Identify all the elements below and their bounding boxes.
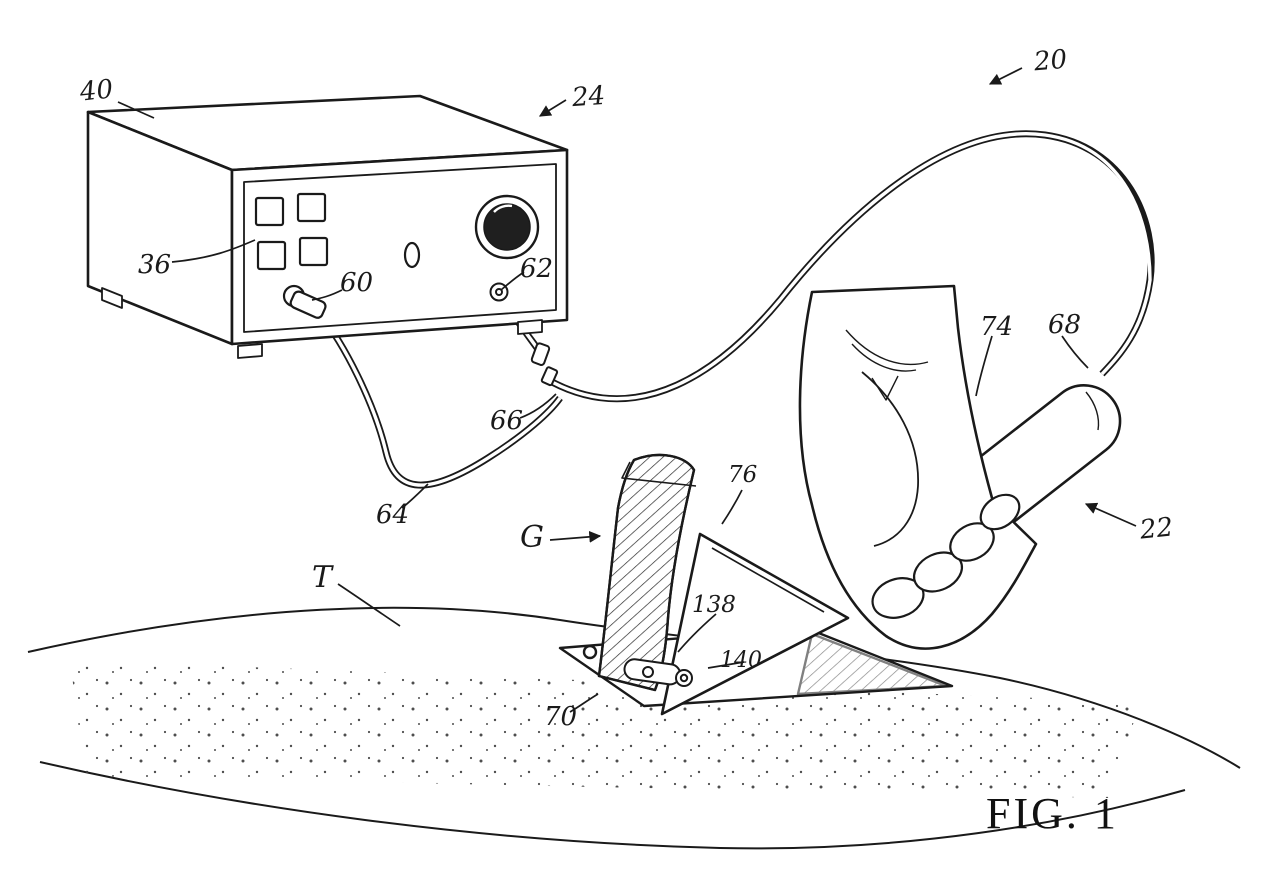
ref-label-36: 36 (138, 250, 172, 280)
ref-label-24: 24 (570, 80, 607, 114)
ref-label-62: 62 (520, 254, 554, 284)
leader-76 (722, 490, 742, 524)
ref-label-76: 76 (728, 462, 758, 488)
ref-label-40: 40 (78, 74, 115, 108)
leader-lines (118, 68, 1136, 712)
roller-cylinder (623, 658, 692, 686)
ref-label-138: 138 (692, 592, 736, 618)
leader-36 (172, 240, 255, 262)
leader-70 (570, 694, 598, 712)
blade-guard (662, 534, 848, 714)
power-knob (476, 196, 538, 258)
ref-label-68: 68 (1048, 310, 1082, 340)
ref-label-60: 60 (340, 268, 374, 298)
leader-138 (678, 614, 716, 652)
leader-60 (312, 290, 342, 300)
leader-140 (708, 662, 744, 668)
console-buttons (256, 194, 327, 269)
ref-label-66: 66 (490, 406, 524, 436)
leader-64 (402, 484, 428, 508)
leader-T (338, 584, 400, 626)
leader-G (550, 530, 602, 543)
ref-label-22: 22 (1138, 512, 1175, 546)
rasp-blade (599, 455, 696, 690)
figure-caption: FIG. 1 (986, 789, 1119, 838)
ref-label-64: 64 (376, 500, 410, 530)
tissue-stipple (70, 660, 1140, 798)
ref-label-20: 20 (1032, 44, 1069, 78)
leader-24 (538, 100, 566, 116)
leader-62 (501, 272, 524, 290)
connector-60 (284, 286, 327, 319)
indicator-light (405, 243, 419, 267)
ref-label-140: 140 (720, 648, 762, 673)
leader-20 (988, 68, 1022, 84)
cable-64 (320, 314, 560, 485)
ref-label-74: 74 (980, 312, 1014, 342)
inline-connector (531, 343, 558, 386)
ref-label-70: 70 (544, 702, 578, 732)
leader-68 (1062, 336, 1088, 368)
hand (800, 286, 1036, 649)
leader-40 (118, 102, 154, 118)
leader-66 (520, 394, 556, 418)
ref-label-G: G (520, 520, 544, 555)
leader-74 (976, 336, 992, 396)
leader-22 (1084, 502, 1136, 526)
ref-label-T: T (312, 560, 333, 595)
